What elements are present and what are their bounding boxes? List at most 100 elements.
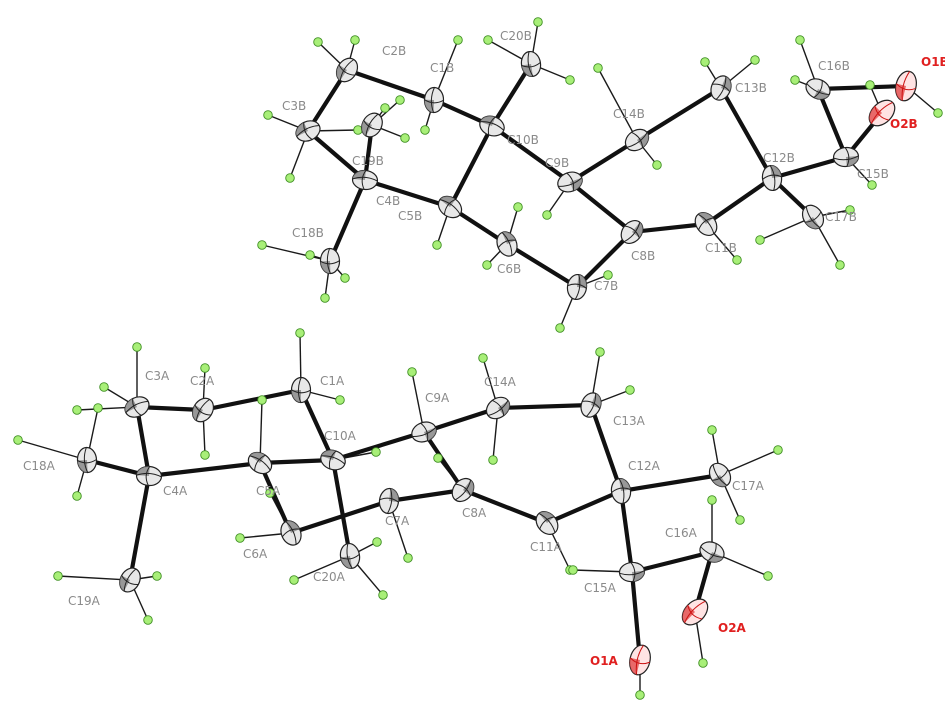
bond-c6a-c7a	[288, 498, 392, 536]
atom-c12a	[610, 477, 632, 505]
atom-label-c18a: C18A	[23, 459, 56, 473]
atom-layer	[76, 50, 917, 676]
atom-label-c1b: C1B	[430, 61, 454, 75]
atom-label-c1a: C1A	[320, 374, 345, 388]
atom-label-c2a: C2A	[190, 374, 215, 388]
hydrogen-atom	[482, 260, 492, 270]
hydrogen-bond-layer	[17, 21, 939, 695]
atom-c5b	[437, 195, 463, 219]
bond-c1b-c2b	[344, 67, 437, 103]
atom-c6a	[280, 520, 302, 546]
hydrogen-atom	[13, 435, 23, 445]
bond-c8a-c9a	[421, 429, 466, 493]
hydrogen-atom	[835, 260, 845, 270]
bond-c4a-c19a	[127, 473, 152, 583]
bond-c10a-c20a	[330, 457, 353, 559]
h-bond-c9a	[411, 371, 425, 433]
atom-c3b	[295, 120, 321, 142]
hydrogen-atom	[750, 55, 760, 65]
atom-o2a	[681, 598, 709, 626]
atom-c10a	[320, 449, 346, 471]
hydrogen-atom	[257, 240, 267, 250]
atom-c18b	[319, 247, 341, 275]
hydrogen-atom	[513, 202, 523, 212]
atom-label-c2b: C2B	[382, 44, 406, 58]
hydrogen-atom	[700, 57, 710, 67]
atom-o2b	[868, 99, 896, 127]
atom-c14a	[485, 396, 511, 420]
atom-c2a	[191, 397, 215, 423]
hydrogen-atom	[285, 173, 295, 183]
atom-c6b	[496, 231, 518, 257]
hydrogen-atom	[353, 125, 363, 135]
hydrogen-atom	[340, 273, 350, 283]
hydrogen-atom	[403, 553, 413, 563]
atom-label-c17b: C17B	[825, 210, 857, 224]
atom-c5a	[247, 451, 273, 475]
hydrogen-atom	[335, 395, 345, 405]
hydrogen-atom	[320, 293, 330, 303]
atom-label-c12b: C12B	[763, 151, 795, 165]
atom-label-o1b: O1B	[921, 55, 945, 69]
hydrogen-atom	[790, 75, 800, 85]
atom-label-c20a: C20A	[313, 570, 346, 584]
atom-c16b	[805, 78, 831, 100]
atom-label-c13a: C13A	[613, 414, 646, 428]
hydrogen-atom	[378, 590, 388, 600]
atom-c19b	[361, 112, 383, 138]
bond-c13a-c14a	[495, 402, 594, 411]
bond-c4b-c5b	[362, 177, 453, 210]
hydrogen-atom	[263, 110, 273, 120]
hydrogen-atom	[380, 103, 390, 113]
atom-c16a	[699, 541, 725, 563]
hydrogen-atom	[565, 75, 575, 85]
hydrogen-atom	[313, 37, 323, 47]
bond-c11b-c12b	[703, 175, 775, 227]
bond-c8a-c11a	[460, 487, 550, 526]
atom-label-c19b: C19B	[352, 154, 384, 168]
hydrogen-atom	[453, 35, 463, 45]
atom-c13a	[580, 392, 602, 418]
hydrogen-atom	[200, 450, 210, 460]
bond-c8b-c11b	[629, 221, 709, 235]
atom-label-c14a: C14A	[484, 375, 517, 389]
bond-c12a-c13a	[588, 402, 624, 494]
atom-label-o2a: O2A	[718, 621, 747, 635]
atom-c9a	[411, 421, 437, 443]
atom-c9b	[557, 171, 583, 193]
atom-label-c17a: C17A	[732, 479, 765, 493]
hydrogen-atom	[257, 395, 267, 405]
atom-label-c16b: C16B	[818, 59, 850, 73]
hydrogen-atom	[143, 615, 153, 625]
atom-c1b	[423, 86, 445, 114]
hydrogen-atom	[595, 347, 605, 357]
atom-c8a	[451, 477, 475, 503]
bond-c3b-c4b	[305, 128, 368, 183]
hydrogen-atom	[407, 367, 417, 377]
atom-label-c15b: C15B	[857, 167, 889, 181]
atom-c11b	[694, 211, 718, 237]
atom-c17b	[801, 204, 825, 230]
hydrogen-atom	[707, 425, 717, 435]
atom-c20a	[339, 542, 361, 570]
hydrogen-atom	[763, 571, 773, 581]
atom-c1a	[290, 376, 312, 404]
hydrogen-atom	[483, 35, 493, 45]
hydrogen-atom	[603, 270, 613, 280]
hydrogen-atom	[305, 250, 315, 260]
hydrogen-atom	[432, 240, 442, 250]
hydrogen-atom	[542, 210, 552, 220]
atom-label-c10a: C10A	[324, 429, 357, 443]
hydrogen-atom	[488, 455, 498, 465]
hydrogen-atom	[478, 353, 488, 363]
atom-c17a	[708, 462, 732, 488]
atom-c15a	[618, 561, 646, 583]
atom-label-c16a: C16A	[665, 526, 698, 540]
bond-c12a-c17a	[618, 472, 723, 494]
bond-c16b-o1b	[815, 83, 909, 92]
atom-label-c7b: C7B	[594, 279, 618, 293]
atom-c3a	[124, 396, 150, 418]
atom-c10b	[479, 115, 505, 137]
atom-c15b	[832, 146, 860, 168]
